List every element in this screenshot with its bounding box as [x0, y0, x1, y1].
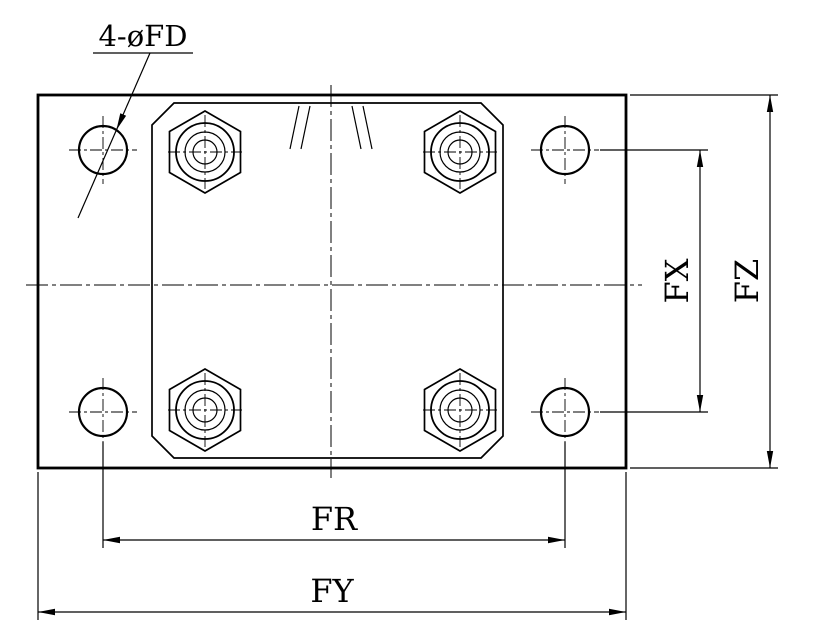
dimension-fz: FZ	[630, 94, 778, 469]
fz-label: FZ	[728, 259, 766, 303]
dimension-fx: FX	[600, 149, 708, 413]
hole-callout-label: 4-øFD	[98, 19, 187, 53]
plate-outline	[36, 93, 628, 470]
fx-label: FX	[658, 258, 696, 303]
pocket-outline	[151, 102, 504, 459]
break-marks	[289, 105, 373, 150]
fr-label: FR	[311, 500, 358, 538]
hole-callout-leader	[77, 52, 193, 219]
dimension-fy: FY	[37, 472, 627, 620]
dimension-fr: FR	[102, 442, 566, 548]
fy-label: FY	[310, 572, 354, 610]
